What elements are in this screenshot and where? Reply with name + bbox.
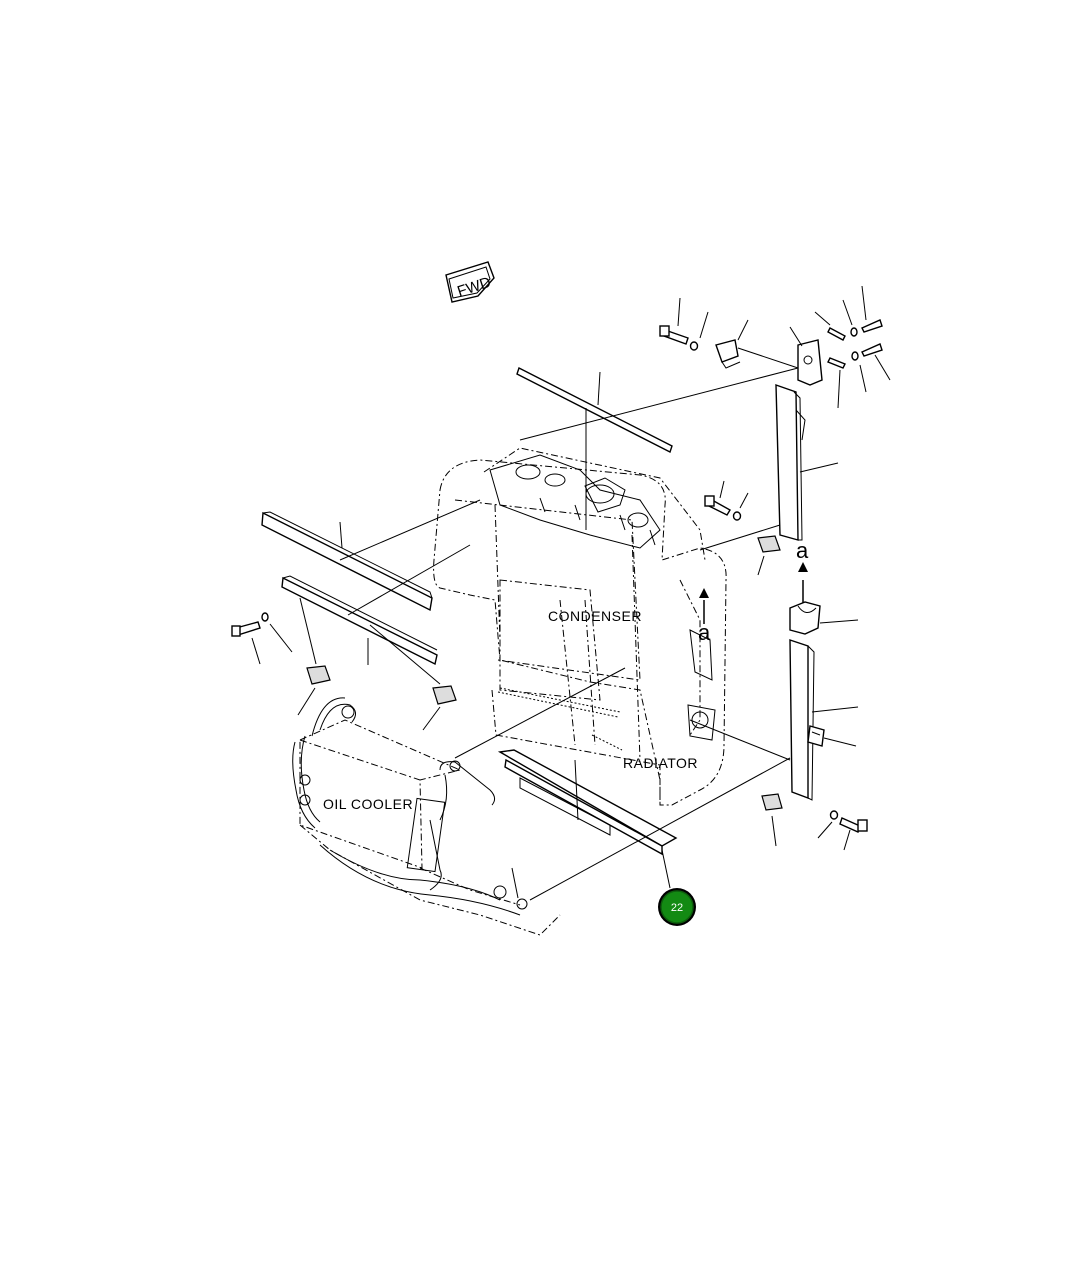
bottom-seal — [497, 749, 678, 889]
leader-frame-to-upper-plate — [699, 524, 781, 551]
right-upper-plate — [775, 384, 839, 541]
left-bolt — [231, 612, 293, 665]
fwd-arrow-icon: FWD — [445, 261, 495, 303]
view-a-arrow-frame: a — [698, 588, 711, 645]
callout-22-fill — [660, 890, 694, 924]
clip-right — [807, 725, 857, 747]
view-a-label-bottom: a — [698, 620, 711, 645]
rubber-block-left-1 — [297, 597, 331, 716]
left-seal-upper — [261, 499, 481, 612]
callout-22-badge[interactable]: 22 — [658, 888, 696, 926]
rubber-cushion-right — [789, 601, 859, 635]
oil-cooler-label-text: OIL COOLER — [323, 796, 413, 812]
leader-frame-to-plate — [689, 719, 791, 761]
view-a-label-top: a — [796, 538, 809, 563]
rubber-pad-lower — [761, 793, 783, 847]
right-top-bolt-1 — [659, 297, 709, 351]
condenser-label: CONDENSER — [548, 608, 642, 624]
view-a-arrow-right: a — [796, 538, 809, 604]
right-mid-bolt — [704, 480, 749, 521]
rubber-pad-upper — [757, 535, 781, 576]
right-upper-bracket — [715, 319, 823, 386]
oil-cooler-assembly — [292, 667, 791, 936]
radiator-label: RADIATOR — [623, 755, 698, 771]
left-seal-lower — [281, 544, 471, 666]
right-fastener-cluster — [814, 285, 891, 409]
right-lower-plate — [789, 639, 859, 801]
rubber-block-left-2 — [369, 624, 457, 731]
top-seal-strip — [516, 367, 799, 530]
right-lower-bolt — [817, 810, 868, 851]
callout-22-number: 22 — [671, 902, 683, 914]
